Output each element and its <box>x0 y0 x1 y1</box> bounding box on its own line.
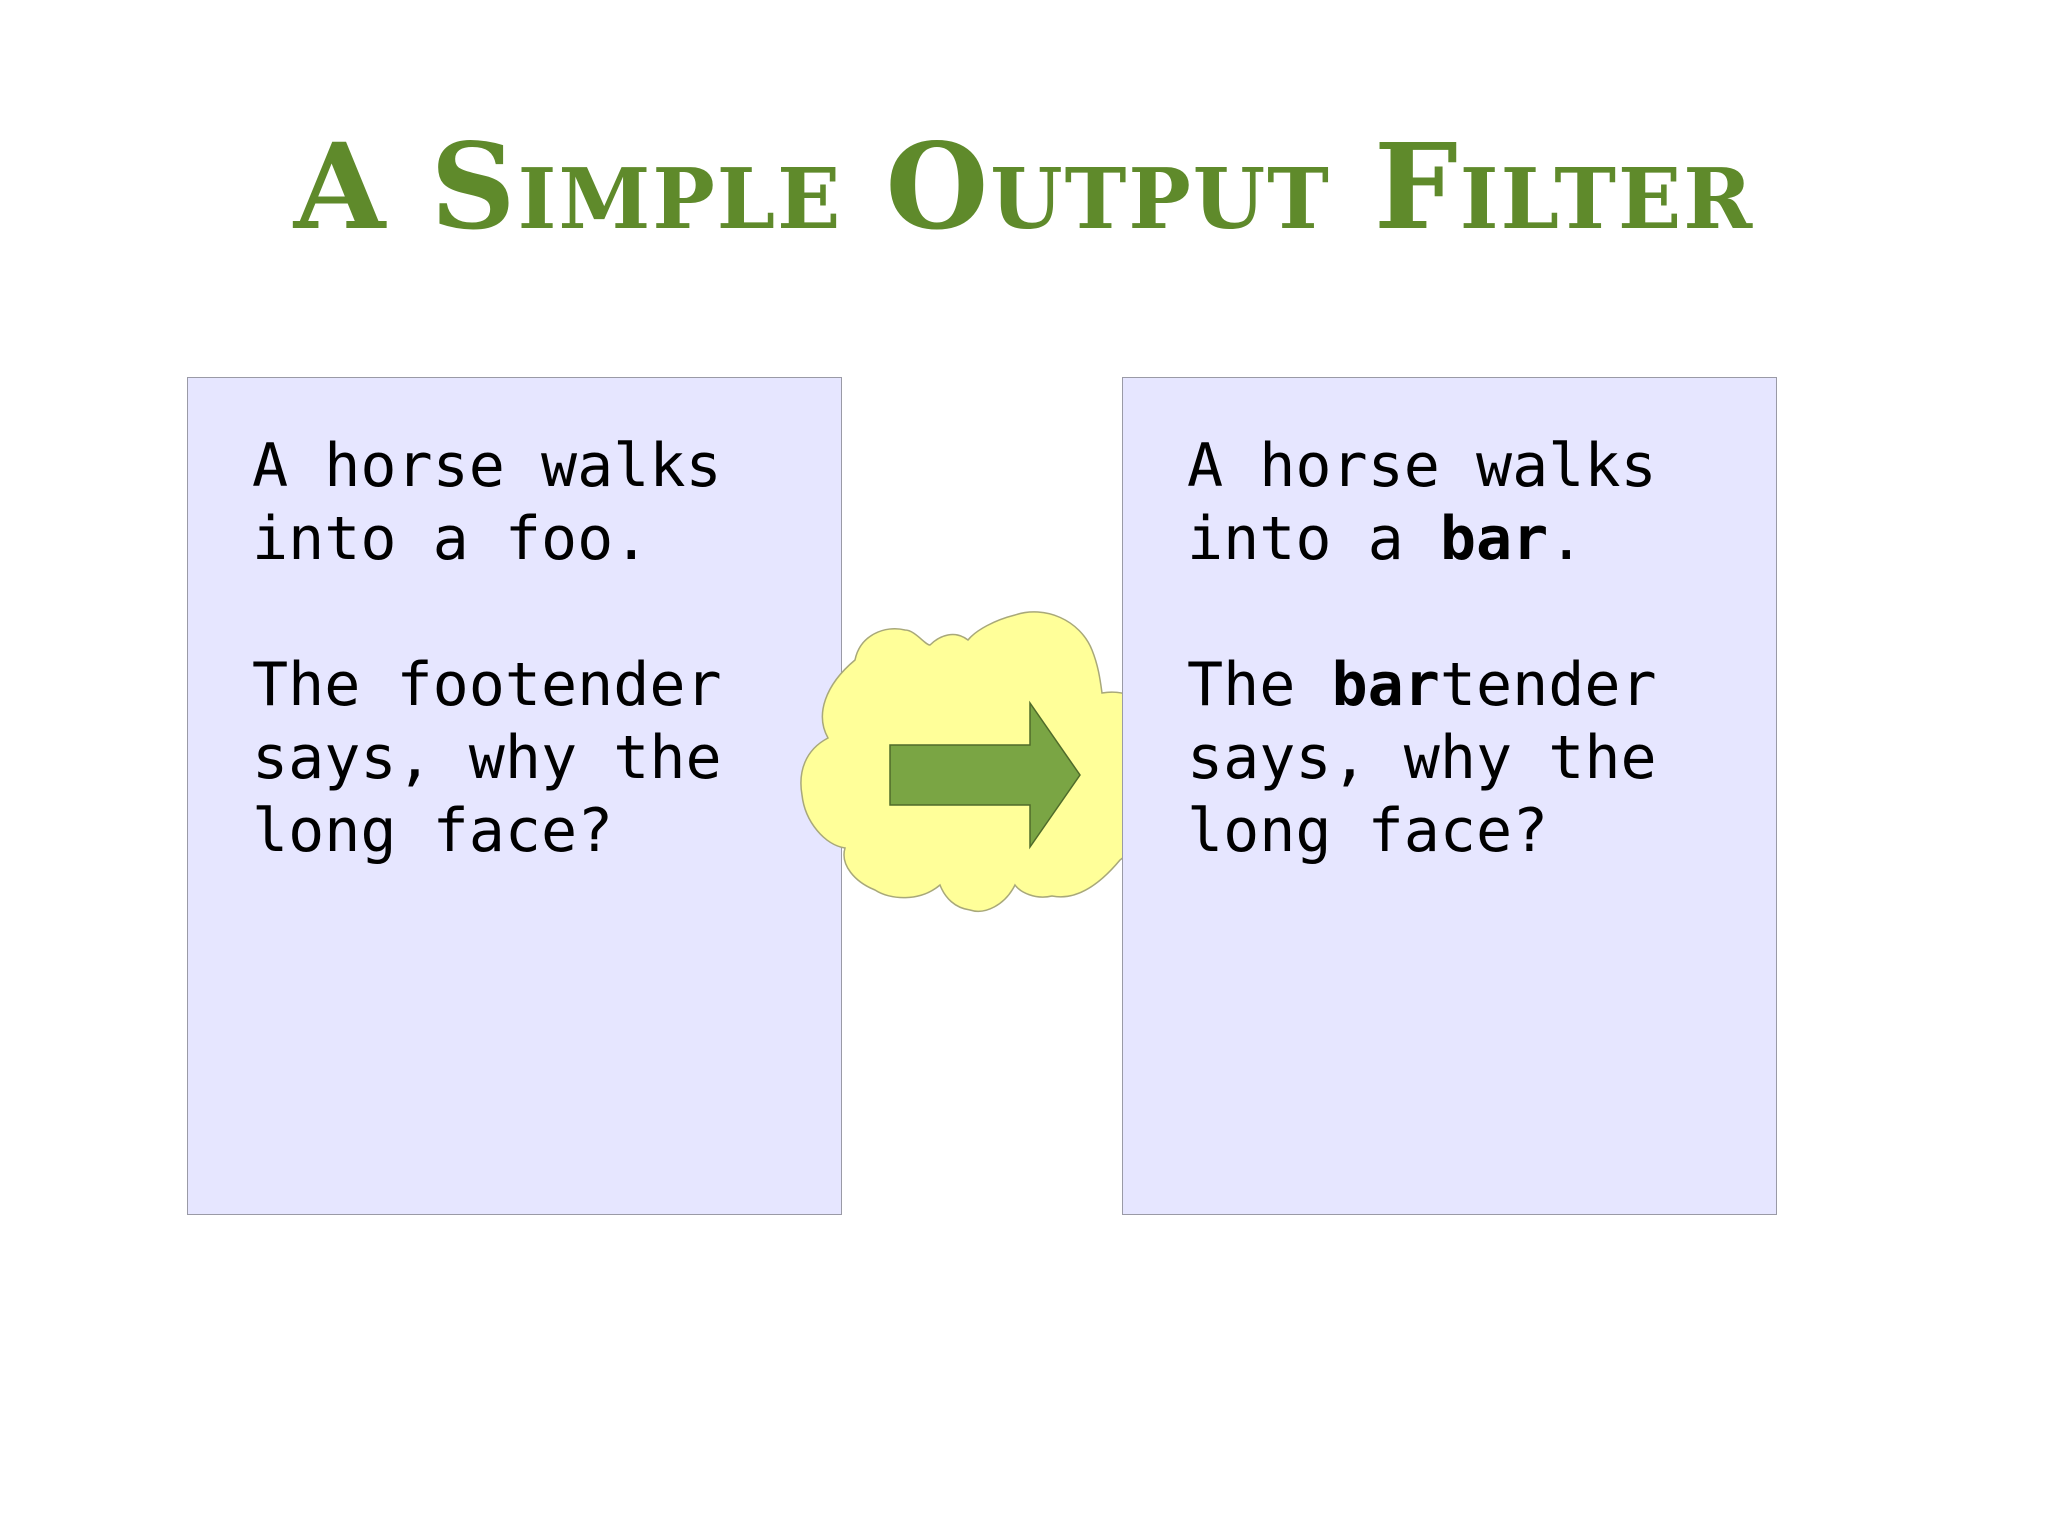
output-line-2-bold: bar <box>1439 504 1549 574</box>
output-line-1: A horse walks <box>1187 431 1657 501</box>
input-line-2: into a foo. <box>252 504 650 574</box>
output-line-2-prefix: into a <box>1187 504 1440 574</box>
output-line-2-suffix: . <box>1548 504 1585 574</box>
paragraph-gap <box>252 576 722 649</box>
input-line-4: says, why the <box>252 723 722 793</box>
paragraph-gap <box>1187 576 1657 649</box>
input-line-1: A horse walks <box>252 431 722 501</box>
filter-graphic <box>800 611 1162 912</box>
slide-title: A Simple Output Filter <box>293 117 1755 256</box>
output-line-2: into a bar. <box>1187 503 1657 576</box>
output-line-3: The bartender <box>1187 649 1657 722</box>
output-line-3-bold: bar <box>1331 650 1440 720</box>
output-line-3-suffix: tender <box>1439 650 1657 720</box>
output-line-3-prefix: The <box>1187 650 1332 720</box>
input-line-5: long face? <box>252 796 614 866</box>
input-line-3: The footender <box>252 650 722 720</box>
output-line-5: long face? <box>1187 796 1549 866</box>
right-arrow-icon <box>889 700 1081 850</box>
output-line-4: says, why the <box>1187 723 1657 793</box>
